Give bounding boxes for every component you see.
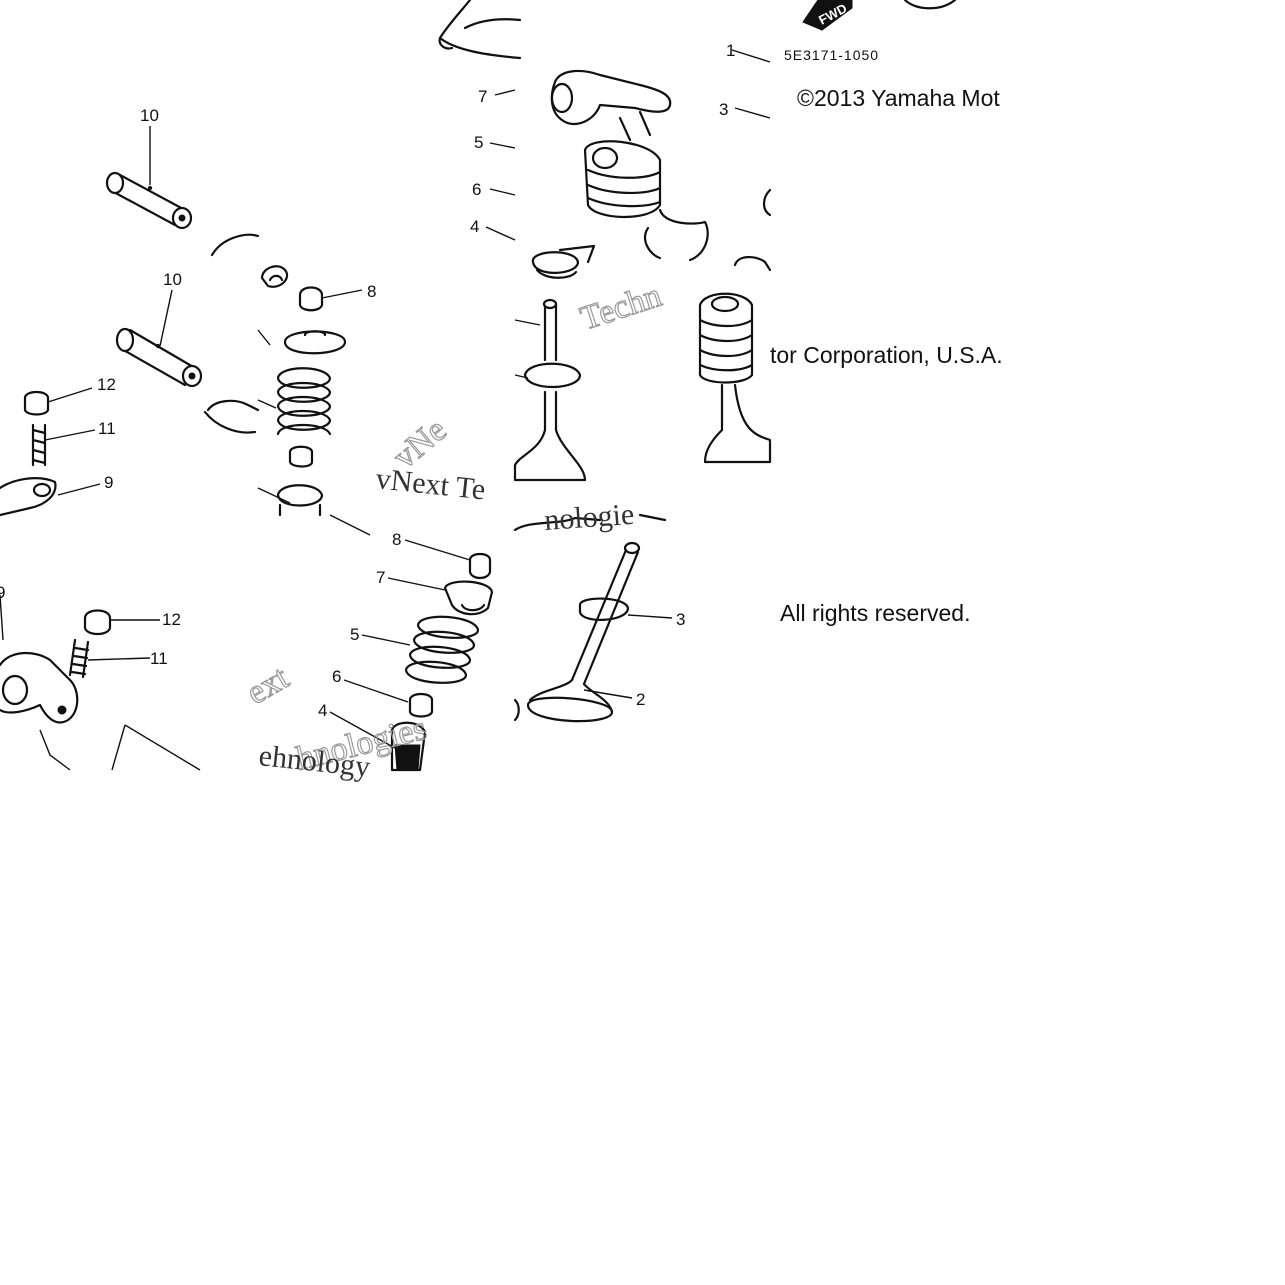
- adjuster-screw-lower: [68, 638, 90, 679]
- valve-spring-lower: [404, 615, 480, 684]
- rocker-shaft-middle: [115, 327, 203, 388]
- top-tile: FWD 5E3171-1050: [438, 0, 957, 482]
- rocker-shaft-top: [105, 171, 193, 230]
- callout-nut-upper: 12: [97, 375, 116, 394]
- valve-cap-middle: [298, 286, 324, 312]
- callout-nut-lower: 12: [162, 610, 181, 629]
- rocker-arm-lower: [0, 652, 79, 724]
- middle-tile: vNext Te vNe: [257, 265, 487, 536]
- part-code: 5E3171-1050: [784, 47, 879, 63]
- left-tile: [0, 126, 260, 517]
- adjuster-nut-upper: [23, 390, 50, 416]
- valve-head-top: [644, 208, 709, 262]
- adjuster-screw-upper: [31, 423, 47, 467]
- callout-labels: 10 10 8 12 11 9 9 12 11 8 7 5 6 4 3 2 7 …: [0, 41, 735, 720]
- watermark-ext: ext: [241, 659, 296, 712]
- callout-seat-lower: 4: [318, 701, 327, 720]
- arc-fragment: [903, 0, 957, 10]
- watermark-nologie: nologie: [543, 498, 635, 537]
- watermark-vnext: vNext Te: [374, 462, 487, 506]
- valve-spring-top: [583, 140, 662, 219]
- adjuster-nut-lower: [83, 609, 112, 636]
- valve-spring-right: [698, 292, 772, 464]
- lower-middle-tile: ext hnologies ehnology: [240, 539, 494, 784]
- lower-right-tile: nologie: [513, 498, 673, 723]
- callout-cap-lower: 8: [392, 530, 401, 549]
- fwd-tag: FWD: [802, 0, 853, 31]
- valve-cap-lower: [468, 552, 492, 580]
- callout-valve-top: 3: [719, 100, 728, 119]
- callout-rocker-upper: 9: [104, 473, 113, 492]
- watermark-techn: Techn: [576, 277, 666, 338]
- callout-seal-top: 6: [472, 180, 481, 199]
- callout-seal-lower: 6: [332, 667, 341, 686]
- callout-spring-top: 5: [474, 133, 483, 152]
- callout-cap-middle: 8: [367, 282, 376, 301]
- spring-retainer-lower: [443, 580, 494, 616]
- callout-shaft-top: 10: [140, 106, 159, 125]
- spring-retainer-middle: [283, 330, 347, 355]
- callout-shaft-middle: 10: [163, 270, 182, 289]
- corporation-notice: tor Corporation, U.S.A.: [770, 342, 1003, 368]
- callout-manifold: 1: [726, 41, 735, 60]
- callout-rocker-top: 7: [478, 87, 487, 106]
- manifold-fragment: [438, 0, 522, 60]
- valve-spring-middle: [276, 367, 332, 436]
- callout-valve-retainer: 3: [676, 610, 685, 629]
- callout-rocker-lower: 9: [0, 583, 5, 602]
- lower-left-tile: [0, 594, 201, 771]
- callout-seat-top: 4: [470, 217, 479, 236]
- valve-cotter-top: [531, 244, 596, 279]
- valve-stem-top: [513, 298, 587, 482]
- copyright-notice: ©2013 Yamaha Mot: [797, 85, 1000, 111]
- rights-notice: All rights reserved.: [780, 600, 971, 626]
- valve-lower: [526, 541, 641, 723]
- callout-screw-upper: 11: [98, 419, 116, 438]
- callout-retainer-lower: 7: [376, 568, 385, 587]
- rocker-arm-top: [550, 69, 672, 126]
- callout-screw-lower: 11: [150, 649, 168, 668]
- rocker-arm-upper: [0, 477, 57, 517]
- callout-spring-lower: 5: [350, 625, 359, 644]
- callout-valve-head: 2: [636, 690, 645, 709]
